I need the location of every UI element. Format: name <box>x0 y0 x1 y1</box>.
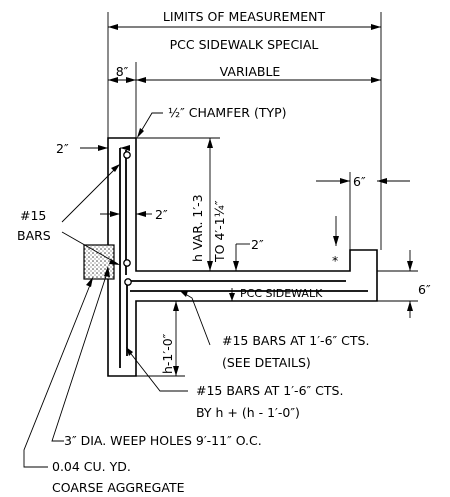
h-var-label-line1: h VAR. 1′-3 <box>190 194 205 262</box>
aggregate-line1: 0.04 CU. YD. <box>52 459 131 474</box>
dim-6in-right-label: 6″ <box>418 282 431 297</box>
concrete-section <box>107 137 378 377</box>
dim-8in-label: 8″ <box>116 64 129 79</box>
aggregate-line2: COARSE AGGREGATE <box>52 480 185 495</box>
pcc-sidewalk-callout: PCC SIDEWALK <box>229 287 323 301</box>
h-var-label-line2: TO 4′-1¼″ <box>212 200 227 263</box>
sidewalk-6in-dimension: 6″ <box>377 250 431 318</box>
chamfer-callout: ½″ CHAMFER (TYP) <box>137 105 287 138</box>
h-minus-1-label: h-1′-0″ <box>160 333 175 374</box>
dim-2in-mid-label: 2″ <box>155 207 168 222</box>
bars-cts-2-line2: BY h + (h - 1′-0″) <box>196 405 300 420</box>
dim-2in-left-label: 2″ <box>56 141 69 156</box>
mid-2in-dimension: 2″ <box>100 207 168 222</box>
bar-section-low <box>124 278 132 286</box>
dim-6in-top-label: 6″ <box>353 174 366 189</box>
bars-15-callout: #15 BARS <box>17 164 120 265</box>
limits-of-measurement-dimension: LIMITS OF MEASUREMENT PCC SIDEWALK SPECI… <box>107 9 382 250</box>
weep-holes-label: 3″ DIA. WEEP HOLES 9′-11″ O.C. <box>64 433 262 448</box>
reinforcement <box>119 148 368 368</box>
h-var-dimension: h VAR. 1′-3 TO 4′-1¼″ <box>136 137 227 271</box>
top-width-dimension: 8″ VARIABLE <box>108 62 381 140</box>
lower-2in-dimension: 2″ <box>233 237 264 271</box>
bars-cts-callout-2: #15 BARS AT 1′-6″ CTS. BY h + (h - 1′-0″… <box>126 347 343 420</box>
limits-of-measurement-label: LIMITS OF MEASUREMENT <box>163 9 326 24</box>
pcc-sidewalk-label: PCC SIDEWALK <box>240 287 323 300</box>
curb-6in-dimension: 6″ <box>316 172 410 250</box>
bars-cts-2-line1: #15 BARS AT 1′-6″ CTS. <box>196 383 343 398</box>
bars-cts-1-line2: (SEE DETAILS) <box>222 355 311 370</box>
chamfer-label: ½″ CHAMFER (TYP) <box>168 105 287 120</box>
dim-2in-lower-label: 2″ <box>251 237 264 252</box>
weep-holes-callout: 3″ DIA. WEEP HOLES 9′-11″ O.C. <box>51 266 262 448</box>
bar-section-top <box>123 151 131 159</box>
coarse-aggregate-callout: 0.04 CU. YD. COARSE AGGREGATE <box>23 277 185 495</box>
bars-15-word-label: BARS <box>17 228 51 243</box>
asterisk-label: * <box>332 253 338 268</box>
bars-cts-callout-1: #15 BARS AT 1′-6″ CTS. (SEE DETAILS) <box>180 291 369 370</box>
pcc-sidewalk-special-label: PCC SIDEWALK SPECIAL <box>170 37 319 52</box>
h-minus-1-dimension: h-1′-0″ <box>136 300 185 377</box>
bar-section-mid <box>123 259 131 267</box>
bars-15-num-label: #15 <box>20 208 46 223</box>
left-2in-dimension: 2″ <box>56 141 130 156</box>
coarse-aggregate-block <box>83 244 115 280</box>
asterisk-marker: * <box>332 216 339 268</box>
variable-label: VARIABLE <box>220 64 281 79</box>
bars-cts-1-line1: #15 BARS AT 1′-6″ CTS. <box>222 333 369 348</box>
